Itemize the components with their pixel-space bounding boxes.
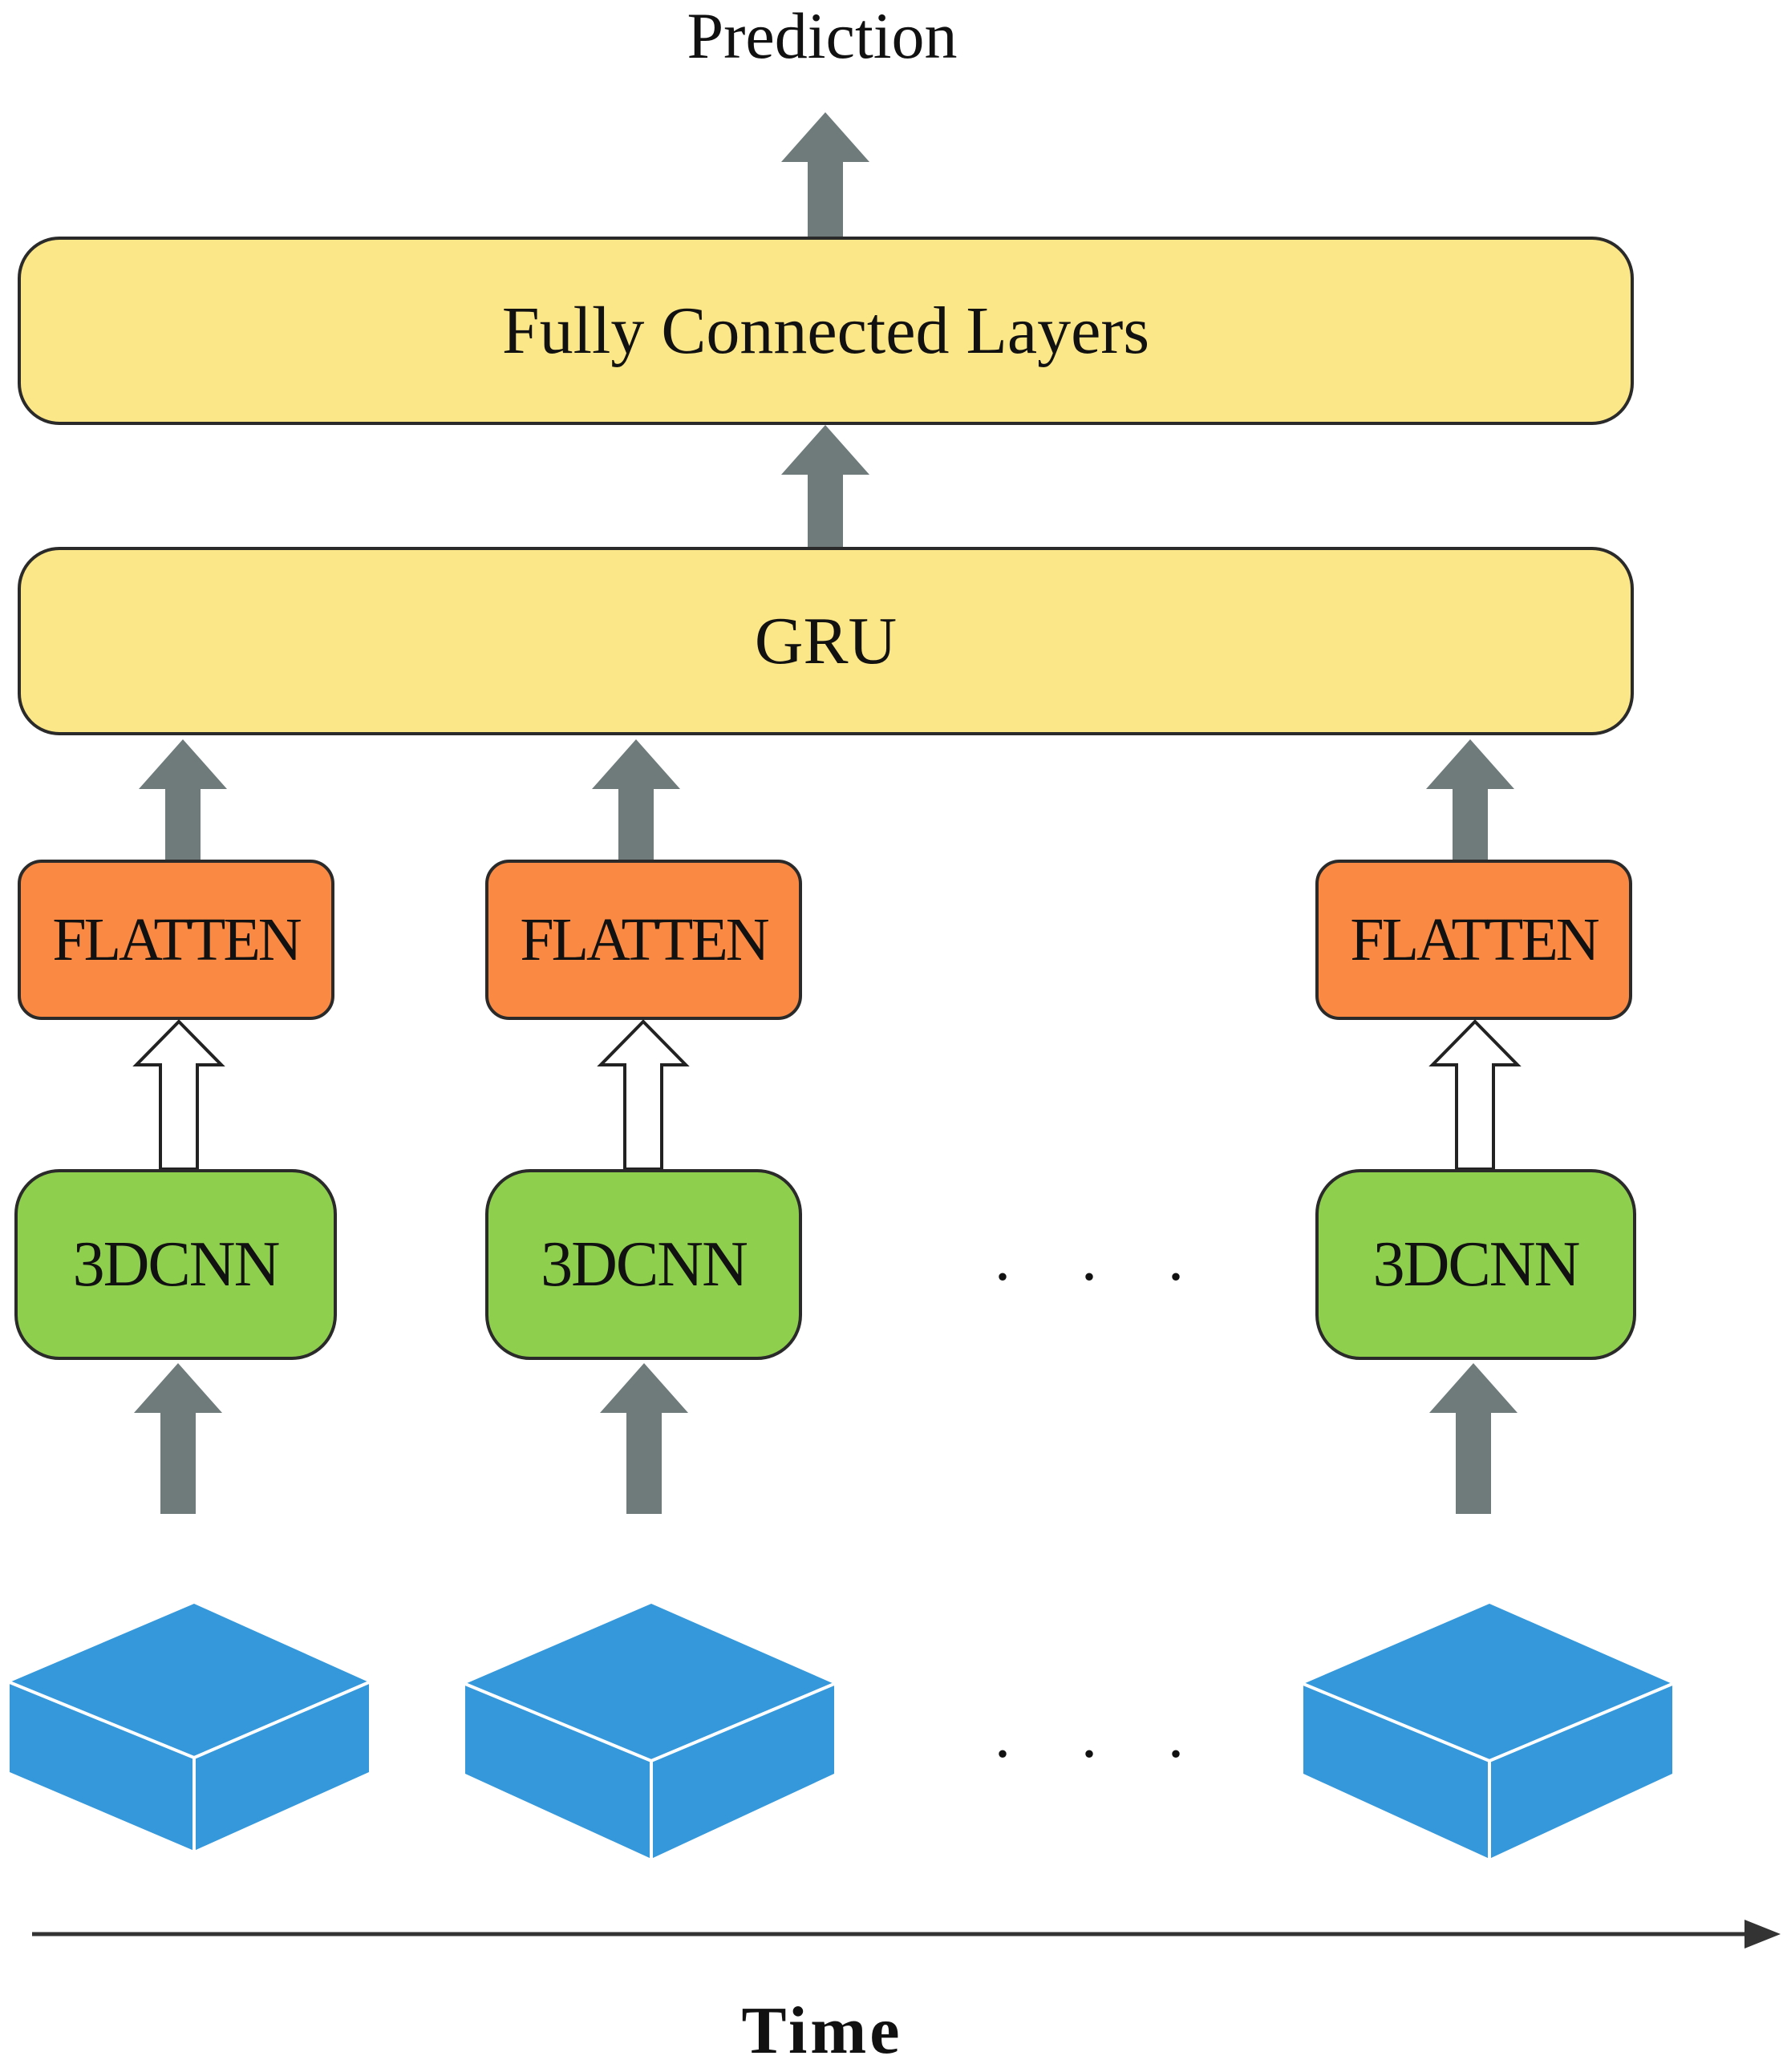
- flatten-label-1: FLATTEN: [52, 905, 302, 973]
- up-arrow-input2-to-cnn2: [600, 1363, 688, 1514]
- hollow-arrow-cnn2-to-flatten2: [597, 1019, 690, 1171]
- up-arrow-flatten3-to-gru: [1426, 739, 1514, 860]
- hollow-arrow-cnn1-to-flatten1: [132, 1019, 225, 1171]
- 3dcnn-label-2: 3DCNN: [541, 1228, 748, 1300]
- input-volume-2: [464, 1604, 835, 1859]
- up-arrow-gru-to-fc: [781, 425, 869, 547]
- 3dcnn-box-3: 3DCNN: [1315, 1169, 1636, 1360]
- input-volume-1: [9, 1604, 370, 1851]
- 3dcnn-label-3: 3DCNN: [1372, 1228, 1581, 1300]
- ellipsis-cnn-row: . . .: [995, 1224, 1211, 1294]
- up-arrow-flatten1-to-gru: [139, 739, 227, 860]
- up-arrow-flatten2-to-gru: [592, 739, 680, 860]
- prediction-label: Prediction: [687, 0, 958, 72]
- gru-box: GRU: [18, 547, 1634, 735]
- gru-label: GRU: [754, 604, 898, 678]
- up-arrow-fc-to-prediction: [781, 112, 869, 241]
- fully-connected-layers-label: Fully Connected Layers: [501, 293, 1150, 368]
- 3dcnn-box-1: 3DCNN: [14, 1169, 337, 1360]
- time-axis-arrow: [32, 1920, 1781, 1949]
- up-arrow-input3-to-cnn3: [1429, 1363, 1518, 1514]
- time-axis-label: Time: [741, 1993, 903, 2068]
- flatten-box-2: FLATTEN: [485, 860, 802, 1020]
- flatten-box-1: FLATTEN: [18, 860, 334, 1020]
- ellipsis-input-row: . . .: [995, 1701, 1211, 1771]
- fully-connected-layers-box: Fully Connected Layers: [18, 237, 1634, 425]
- flatten-box-3: FLATTEN: [1315, 860, 1632, 1020]
- hollow-arrow-cnn3-to-flatten3: [1428, 1019, 1522, 1171]
- flatten-label-3: FLATTEN: [1350, 905, 1599, 973]
- 3dcnn-label-1: 3DCNN: [72, 1228, 281, 1300]
- up-arrow-input1-to-cnn1: [134, 1363, 222, 1514]
- 3dcnn-box-2: 3DCNN: [485, 1169, 802, 1360]
- input-volume-3: [1303, 1604, 1673, 1859]
- flatten-label-2: FLATTEN: [520, 905, 769, 973]
